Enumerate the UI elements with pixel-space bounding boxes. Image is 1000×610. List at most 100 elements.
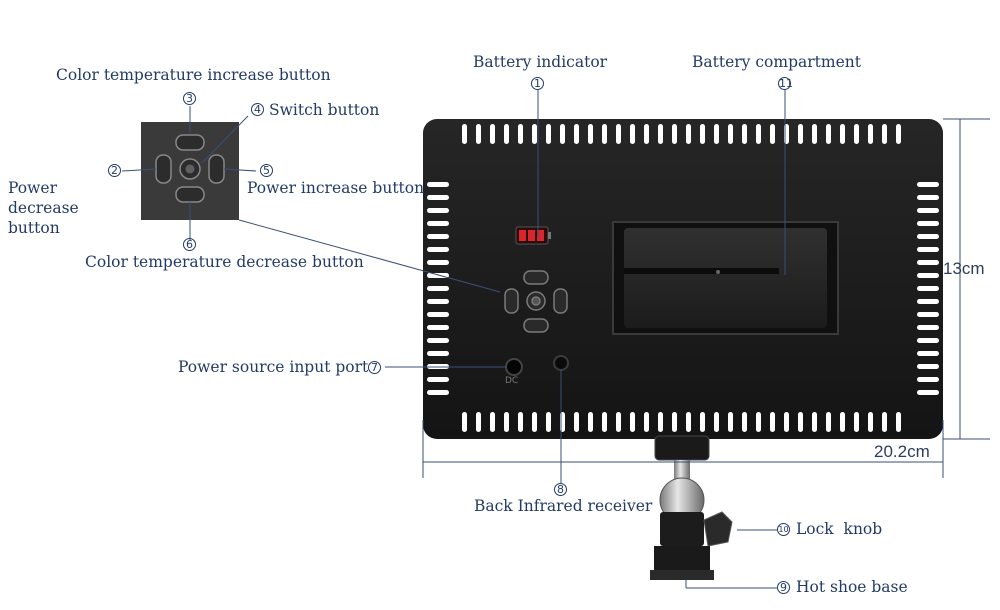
fin-slot: [602, 124, 607, 144]
fin-slot: [917, 273, 939, 278]
fin-slot: [917, 364, 939, 369]
battery-indicator-led: [515, 226, 551, 245]
fin-slot: [630, 124, 635, 144]
fin-slot: [917, 390, 939, 395]
fin-slot: [826, 412, 831, 432]
number-7: 7: [368, 361, 381, 374]
fin-slot: [672, 124, 677, 144]
fin-slot: [518, 124, 523, 144]
fin-slot: [868, 412, 873, 432]
label-back-infrared: Back Infrared receiver: [474, 497, 653, 515]
panel-left-button: [504, 288, 519, 314]
fin-slot: [672, 412, 677, 432]
fin-slot: [658, 124, 663, 144]
label-color-temp-decrease: Color temperature decrease button: [85, 253, 364, 271]
fin-slot: [476, 412, 481, 432]
fin-slot: [462, 124, 467, 144]
battery-compartment: [612, 221, 839, 335]
fin-slot: [616, 412, 621, 432]
fin-slot: [756, 124, 761, 144]
fin-slot: [917, 338, 939, 343]
fin-slot: [714, 124, 719, 144]
panel-right-button: [553, 288, 568, 314]
fin-slot: [476, 124, 481, 144]
fin-slot: [427, 312, 449, 317]
panel-up-button: [523, 270, 549, 285]
fin-slot: [896, 412, 901, 432]
fin-slot: [574, 124, 579, 144]
fin-slot: [588, 124, 593, 144]
fin-slot: [917, 325, 939, 330]
dc-port: [505, 358, 523, 376]
fin-slot: [770, 412, 775, 432]
fin-slot: [868, 124, 873, 144]
fin-slot: [917, 260, 939, 265]
fin-slot: [644, 124, 649, 144]
label-battery-indicator: Battery indicator: [473, 53, 608, 71]
fin-slot: [616, 124, 621, 144]
number-5: 5: [260, 164, 273, 177]
fin-slot: [756, 412, 761, 432]
fin-slot: [700, 412, 705, 432]
ir-receiver: [553, 355, 569, 371]
fin-slot: [427, 260, 449, 265]
fin-slot: [490, 412, 495, 432]
panel-button-cluster: [504, 270, 568, 333]
fin-slot: [427, 286, 449, 291]
fin-slot: [798, 124, 803, 144]
fin-slot: [917, 208, 939, 213]
fin-slot: [826, 124, 831, 144]
fin-slot: [427, 182, 449, 187]
fin-slot: [917, 195, 939, 200]
label-power-increase: Power increase button: [247, 179, 425, 197]
fin-slot: [602, 412, 607, 432]
fin-slot: [427, 377, 449, 382]
label-hot-shoe: Hot shoe base: [796, 578, 908, 596]
fin-slot: [728, 412, 733, 432]
fin-slot: [427, 338, 449, 343]
fin-slot: [686, 412, 691, 432]
fin-slot: [427, 221, 449, 226]
number-10: 10: [777, 523, 790, 536]
fin-slot: [427, 195, 449, 200]
fin-slot: [427, 325, 449, 330]
fin-slot: [812, 412, 817, 432]
fin-slot: [644, 412, 649, 432]
fin-slot: [427, 208, 449, 213]
fin-slot: [840, 124, 845, 144]
label-color-temp-increase: Color temperature increase button: [56, 66, 331, 84]
fin-slot: [427, 234, 449, 239]
fin-slot: [427, 390, 449, 395]
dimension-height: 13cm: [943, 259, 985, 278]
fin-slot: [917, 312, 939, 317]
label-lock-knob: Lock knob: [796, 520, 883, 538]
fin-slot: [882, 124, 887, 144]
fin-slot: [917, 351, 939, 356]
fin-slot: [427, 299, 449, 304]
number-3: 3: [183, 92, 196, 105]
number-4: 4: [251, 103, 264, 116]
fin-slot: [560, 124, 565, 144]
lock-knob-shape: [703, 511, 733, 547]
fin-slot: [917, 286, 939, 291]
fin-slot: [840, 412, 845, 432]
fin-slot: [854, 412, 859, 432]
mount-assembly: [650, 435, 733, 580]
panel-down-button: [523, 318, 549, 333]
label-power-decrease: Power decrease button: [8, 179, 79, 237]
fin-slot: [917, 221, 939, 226]
fin-slot: [728, 124, 733, 144]
label-switch-button: Switch button: [269, 101, 380, 119]
number-11: 11: [778, 77, 793, 90]
fin-slot: [504, 124, 509, 144]
fin-slot: [854, 124, 859, 144]
fin-slot: [917, 234, 939, 239]
fin-slot: [798, 412, 803, 432]
fin-slot: [917, 247, 939, 252]
fin-slot: [462, 412, 467, 432]
fin-slot: [784, 412, 789, 432]
fin-slot: [686, 124, 691, 144]
fin-slot: [546, 412, 551, 432]
fin-slot: [700, 124, 705, 144]
